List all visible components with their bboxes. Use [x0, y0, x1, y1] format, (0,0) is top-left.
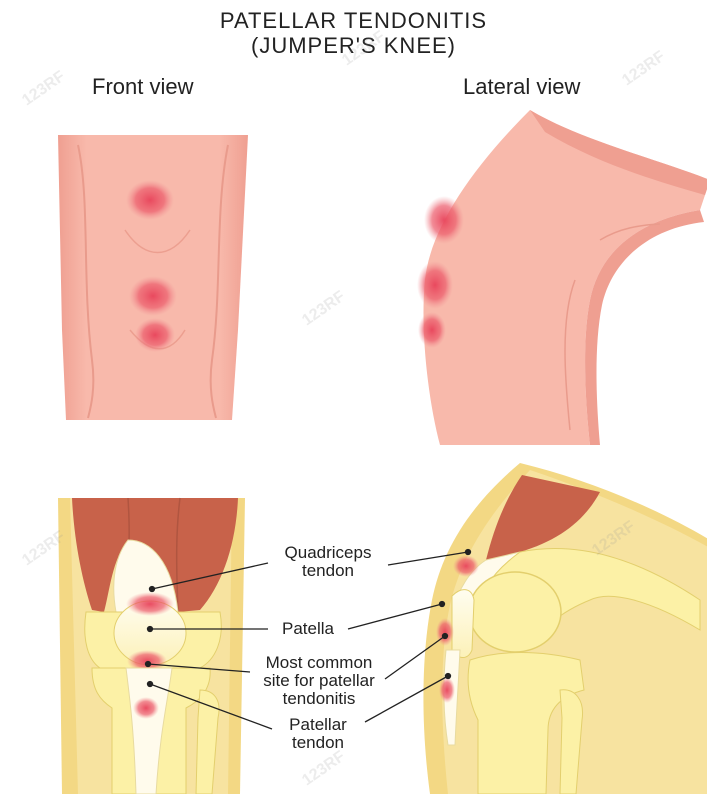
label-quadriceps-line1: Quadriceps [258, 544, 398, 562]
front-tendon-inflammation [135, 318, 175, 352]
label-most-common-line1: Most common [244, 654, 394, 672]
lateral-quadriceps-inflammation [424, 196, 464, 244]
leader-common-front-dot [146, 662, 151, 667]
label-quadriceps-line2: tendon [258, 562, 398, 580]
lateral-tendon-inflammation [418, 312, 446, 348]
lateral-femoral-condyle [469, 572, 561, 652]
leader-patella-lateral-dot [440, 602, 445, 607]
front-patella-inflammation [129, 276, 177, 316]
leader-tendon-lateral-dot [446, 674, 451, 679]
label-most-common-line3: tendonitis [244, 690, 394, 708]
lateral-common-site-inflammation [436, 618, 454, 646]
lateral-patella [452, 590, 474, 658]
front-anatomy [58, 498, 245, 794]
lateral-knee-skin [423, 110, 707, 445]
front-tendon-low-inflammation [133, 697, 159, 719]
label-patella: Patella [268, 620, 348, 638]
leader-quadriceps-front-dot [150, 587, 155, 592]
label-patellar-tendon-line2: tendon [270, 734, 366, 752]
front-quad-tendon-inflammation [126, 592, 174, 616]
leader-patella-front-dot [148, 627, 153, 632]
leader-tendon-front-dot [148, 682, 153, 687]
front-quadriceps-inflammation [126, 180, 174, 220]
label-patella-line1: Patella [268, 620, 348, 638]
front-view-knee [58, 135, 248, 420]
label-most-common-site: Most common site for patellar tendonitis [244, 654, 394, 708]
label-quadriceps-tendon: Quadriceps tendon [258, 544, 398, 580]
lateral-patella-inflammation [417, 261, 453, 309]
label-most-common-line2: site for patellar [244, 672, 394, 690]
lateral-tendon-inflammation [439, 677, 455, 703]
lateral-anatomy [423, 463, 707, 794]
label-patellar-tendon-line1: Patellar [270, 716, 366, 734]
lateral-view-knee [417, 110, 707, 445]
leader-common-lateral-dot [443, 634, 448, 639]
label-patellar-tendon: Patellar tendon [270, 716, 366, 752]
lateral-quad-tendon-inflammation [453, 555, 479, 577]
leader-quadriceps-lateral-dot [466, 550, 471, 555]
